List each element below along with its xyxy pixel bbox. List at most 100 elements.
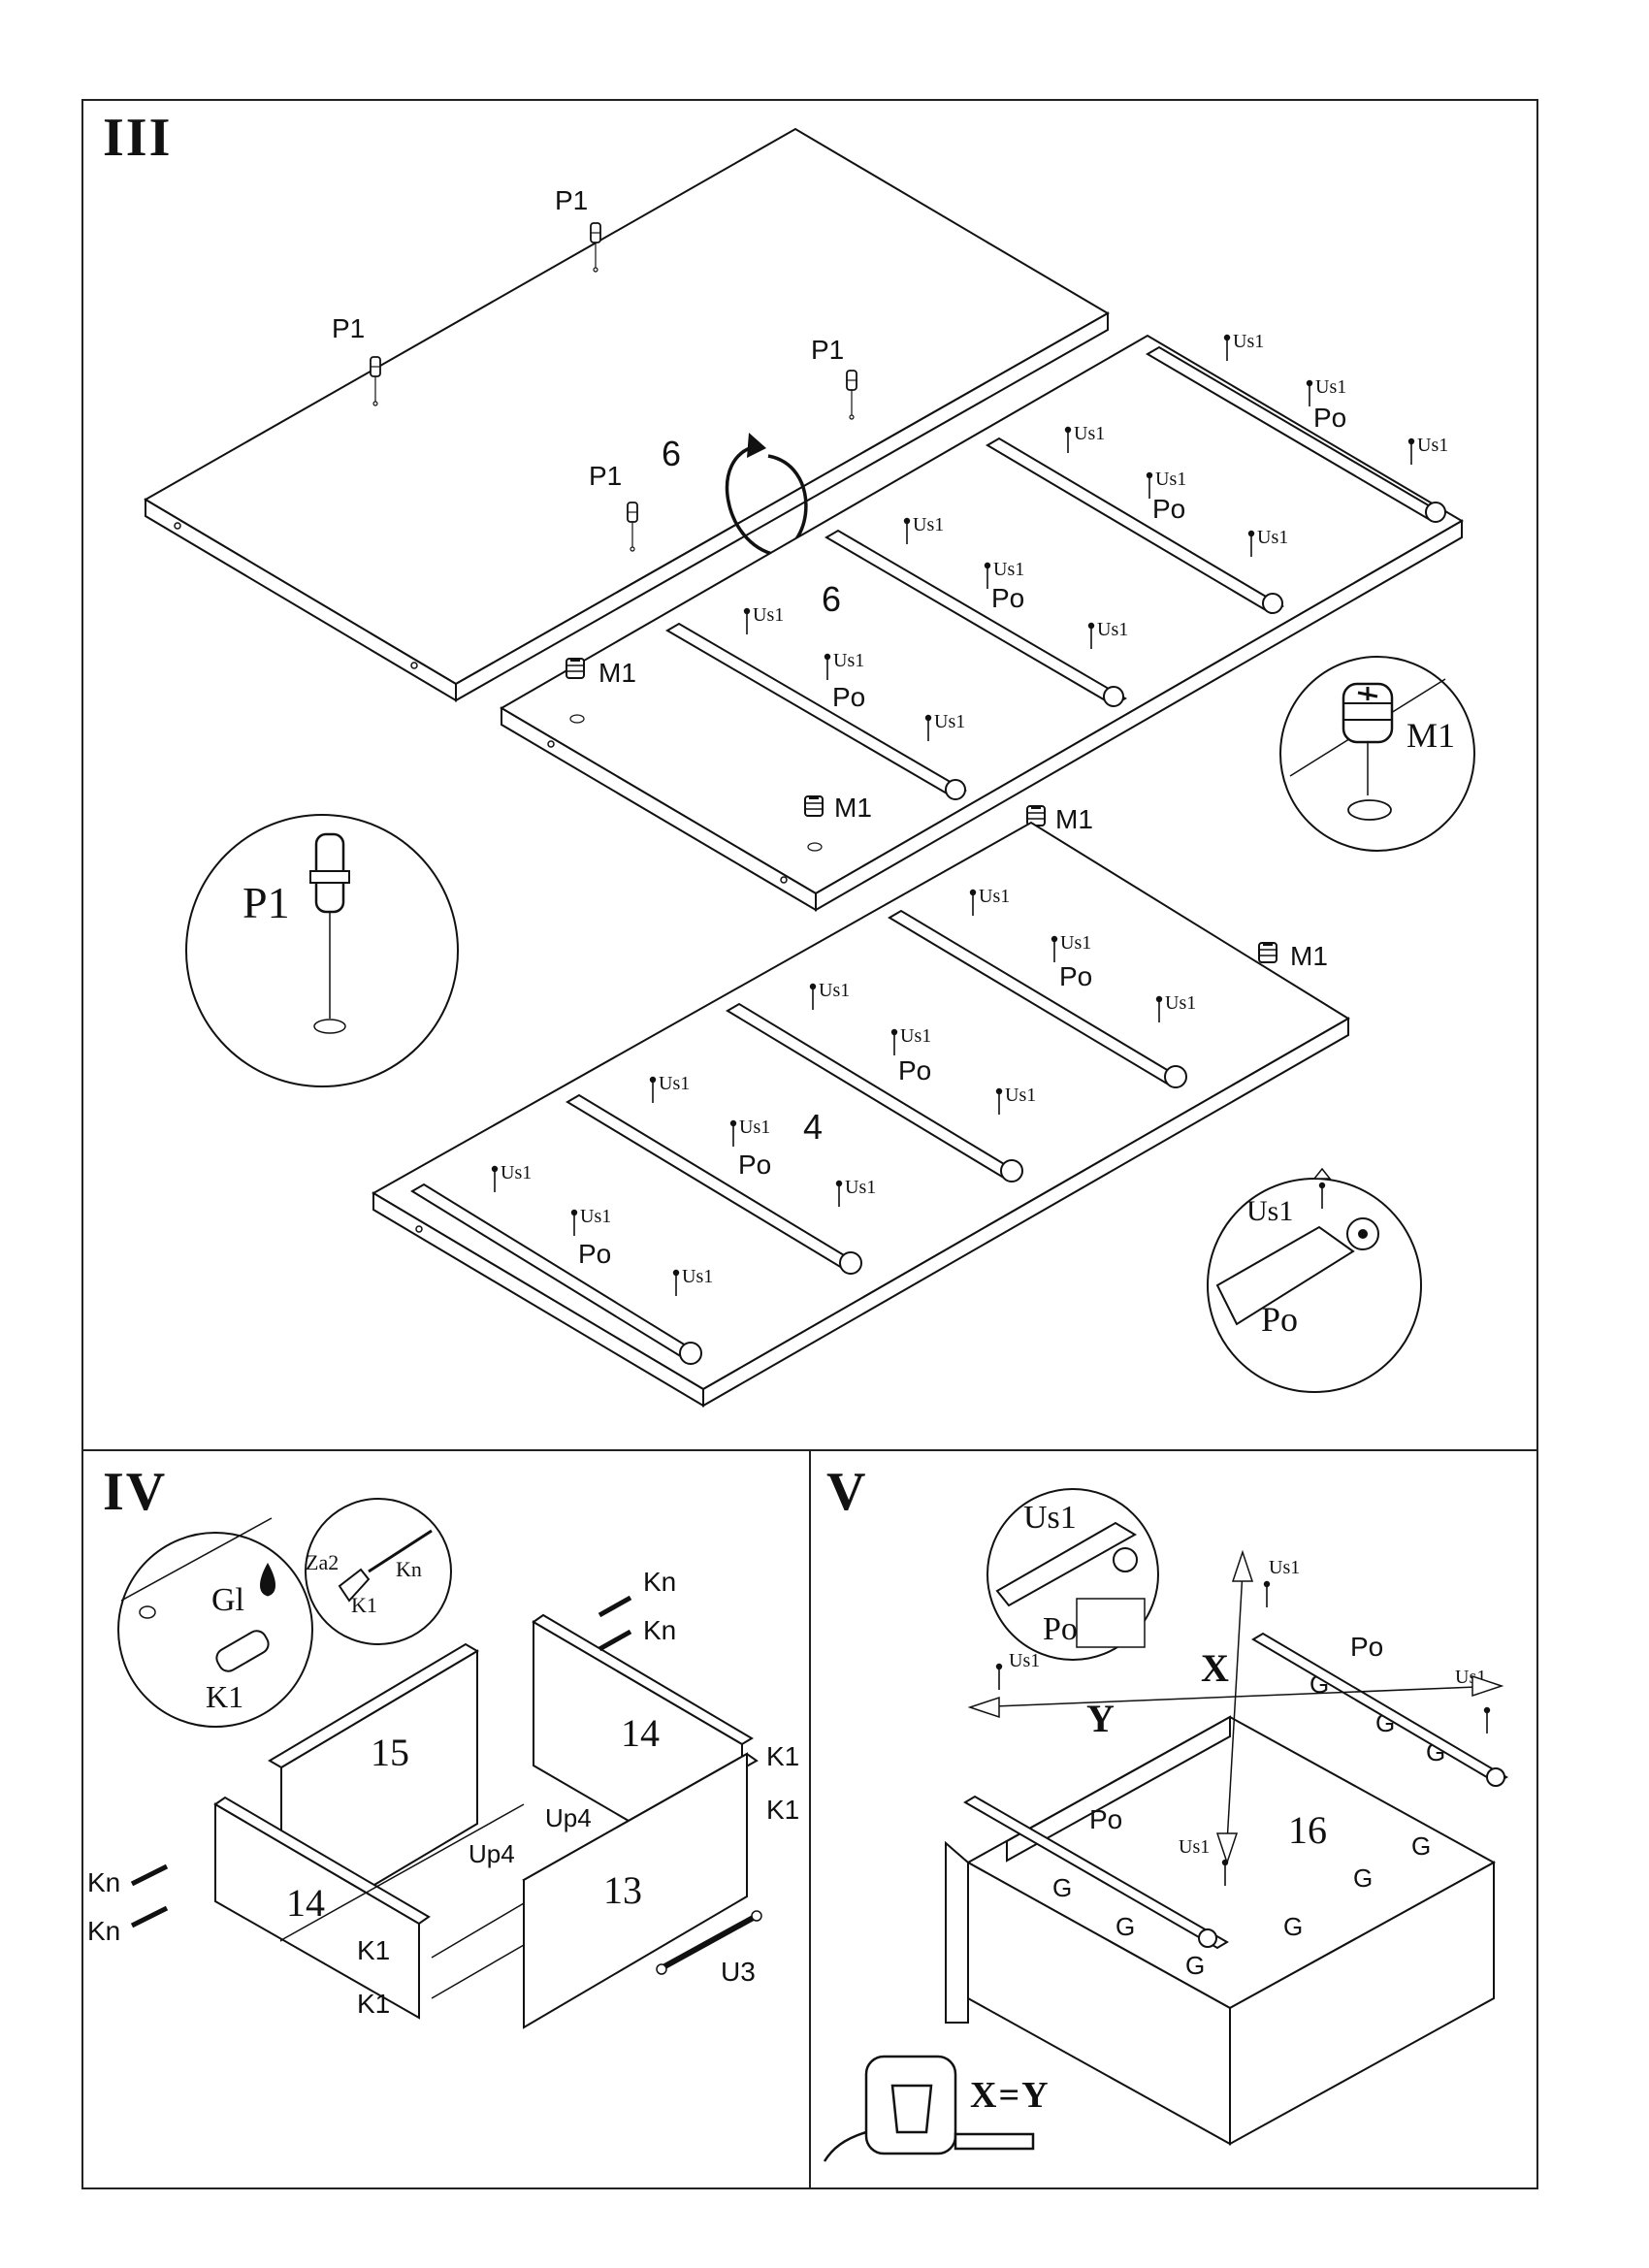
svg-text:Us1: Us1 (900, 1025, 931, 1047)
step-v-title: V (826, 1462, 867, 1522)
cam-m1-a (566, 658, 585, 724)
svg-text:Po: Po (1059, 961, 1092, 991)
board-6-top (144, 127, 1110, 702)
detail-us1-label-v: Us1 (1023, 1500, 1077, 1536)
step-iii: III P1 P1 P1 P1 6 (103, 108, 1475, 1408)
panel-14-front-label: 14 (286, 1881, 325, 1925)
detail-po-label-v: Po (1043, 1611, 1078, 1647)
cam-m1-b (804, 795, 824, 852)
detail-po-label: Po (1261, 1300, 1298, 1339)
detail-circle-p1: P1 (185, 814, 459, 1087)
detail-p1-label: P1 (242, 878, 290, 927)
svg-text:Us1: Us1 (934, 711, 965, 732)
panel-16-label: 16 (1288, 1808, 1327, 1852)
svg-text:Us1: Us1 (753, 604, 784, 626)
runner-rails-board-6 (665, 345, 1446, 800)
cabinet-box (945, 1715, 1497, 2146)
detail-m1-label: M1 (1406, 716, 1455, 755)
us1-po-labels-board-6: Us1 Us1 Po Us1 Us1 Us1 Po Us1 Us1 Us1 Po… (753, 331, 1448, 732)
diagonal-measure-lines (967, 1549, 1504, 1865)
detail-circle-za2: Za2 Kn K1 (305, 1498, 452, 1645)
p1-label-a: P1 (555, 185, 588, 215)
svg-text:Us1: Us1 (845, 1177, 876, 1198)
m1-label-b: M1 (834, 793, 872, 823)
step-iv: IV Gl K1 Za2 Kn K1 15 14 (87, 1462, 799, 2029)
svg-text:Po: Po (738, 1150, 771, 1180)
svg-text:Kn: Kn (87, 1867, 120, 1897)
x-measure-label: X (1201, 1646, 1231, 1690)
handle-u3: U3 (656, 1910, 762, 1987)
svg-text:Us1: Us1 (993, 559, 1024, 580)
svg-text:G: G (1116, 1912, 1135, 1941)
svg-text:K1: K1 (766, 1741, 799, 1771)
svg-text:Us1: Us1 (1179, 1836, 1210, 1858)
glue-k1-label: K1 (206, 1679, 243, 1714)
panel-15-label: 15 (371, 1731, 409, 1774)
m1-label-d: M1 (1290, 941, 1328, 971)
p1-label-b: P1 (332, 313, 365, 343)
drawer-bottom-outline (280, 1803, 525, 1999)
detail-circle-runner: Us1 Po (1207, 1167, 1422, 1393)
svg-text:Us1: Us1 (1074, 423, 1105, 444)
svg-text:Us1: Us1 (1155, 469, 1186, 490)
svg-text:G: G (1185, 1951, 1205, 1980)
po-labels-step-v: Po Po (1089, 1632, 1383, 1834)
step-v: V Us1 Po 16 G G G G G G G G G (823, 1462, 1508, 2162)
svg-text:K1: K1 (357, 1989, 390, 2019)
svg-text:Us1: Us1 (682, 1266, 713, 1287)
svg-text:G: G (1283, 1912, 1303, 1941)
za2-kn-label: Kn (396, 1557, 422, 1581)
svg-text:G: G (1411, 1831, 1431, 1861)
tape-measure-icon (823, 2055, 1035, 2162)
m1-label-c: M1 (1055, 804, 1093, 834)
svg-text:Po: Po (1313, 403, 1346, 433)
svg-text:Po: Po (578, 1239, 611, 1269)
x-equals-y-label: X=Y (970, 2075, 1051, 2116)
svg-text:Po: Po (1350, 1632, 1383, 1662)
svg-text:Us1: Us1 (1269, 1557, 1300, 1578)
step-iv-title: IV (103, 1462, 167, 1522)
svg-text:Po: Po (1089, 1804, 1122, 1834)
board-4 (372, 821, 1350, 1408)
panel-13-label: 13 (603, 1868, 642, 1912)
svg-text:Us1: Us1 (979, 886, 1010, 907)
detail-us1-label: Us1 (1246, 1195, 1293, 1227)
panel-13 (522, 1752, 759, 2029)
svg-text:Kn: Kn (643, 1567, 676, 1597)
detail-circle-glue: Gl K1 (117, 1517, 313, 1728)
svg-text:G: G (1052, 1873, 1072, 1902)
svg-text:Us1: Us1 (1009, 1650, 1040, 1671)
p1-label-c: P1 (811, 335, 844, 365)
glue-gl-label: Gl (211, 1582, 244, 1618)
glue-g-labels: G G G G G G G G G (1052, 1669, 1445, 1980)
svg-text:Up4: Up4 (469, 1839, 515, 1868)
svg-text:Us1: Us1 (819, 980, 850, 1001)
board-number-6-top: 6 (662, 434, 681, 473)
u3-label: U3 (721, 1957, 756, 1987)
svg-text:Us1: Us1 (739, 1117, 770, 1138)
m1-label-a: M1 (598, 658, 636, 688)
svg-text:G: G (1353, 1863, 1373, 1893)
board-number-6-bottom: 6 (822, 579, 841, 619)
p1-label-d: P1 (589, 461, 622, 491)
k1-labels: K1 K1 K1 K1 (357, 1741, 799, 2019)
runner-rails-board-4 (410, 909, 1187, 1365)
svg-text:Us1: Us1 (1417, 435, 1448, 456)
kn-labels: Kn Kn Kn Kn (87, 1567, 676, 1946)
svg-text:Us1: Us1 (1165, 992, 1196, 1014)
svg-text:Us1: Us1 (1060, 932, 1091, 954)
za2-k1-label: K1 (351, 1593, 377, 1617)
svg-text:Us1: Us1 (580, 1206, 611, 1227)
svg-text:Up4: Up4 (545, 1803, 592, 1832)
detail-circle-us1-po: Us1 Po (986, 1488, 1159, 1661)
svg-text:Po: Po (898, 1055, 931, 1085)
up4-labels: Up4 Up4 (469, 1803, 592, 1868)
svg-text:Po: Po (991, 583, 1024, 613)
svg-text:Us1: Us1 (1097, 619, 1128, 640)
svg-text:Po: Po (1152, 494, 1185, 524)
svg-text:Us1: Us1 (913, 514, 944, 535)
bolts-kn (130, 1595, 632, 1928)
y-measure-label: Y (1086, 1697, 1116, 1740)
svg-text:Us1: Us1 (501, 1162, 532, 1183)
